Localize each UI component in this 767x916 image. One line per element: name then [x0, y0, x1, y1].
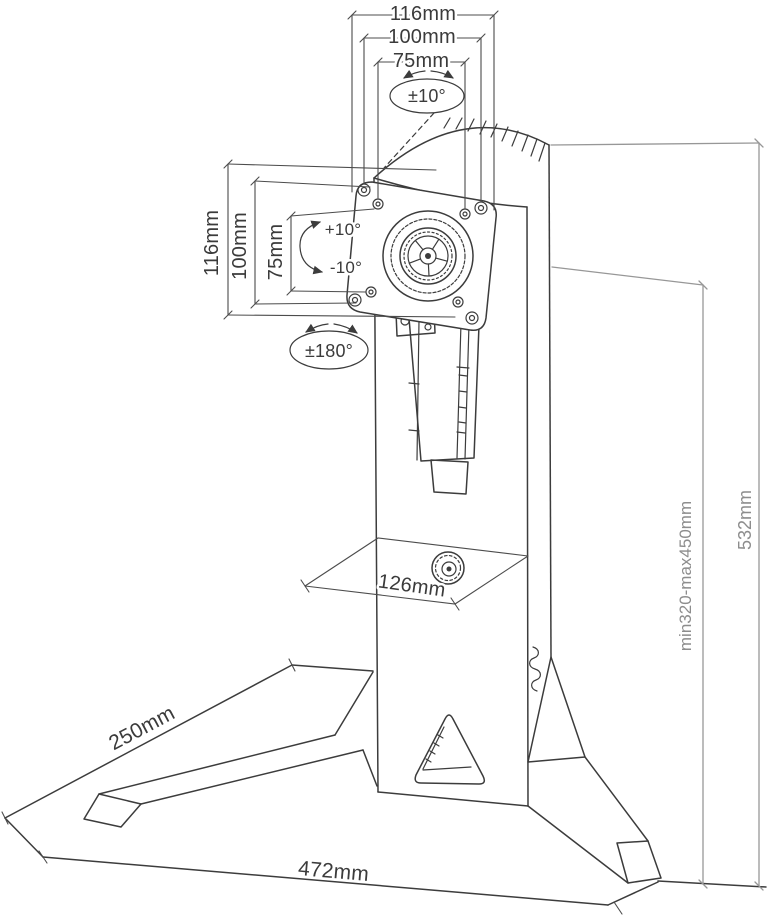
tension-knob	[431, 551, 465, 585]
dim-top-widths: 116mm 100mm 75mm	[347, 1, 499, 211]
column-bottom-edge	[377, 791, 529, 807]
dim-right-heights: min320-max450mm 532mm	[550, 138, 764, 891]
cable-hook	[529, 646, 541, 692]
base-front-rib	[83, 671, 378, 828]
rotation-indicator: ±180°	[289, 323, 369, 370]
dim-left-heights: 116mm 100mm 75mm	[199, 159, 456, 320]
vesa-plate-body	[346, 181, 497, 331]
dim-width-mid-label: 100mm	[388, 26, 456, 48]
vesa-plate	[346, 181, 497, 331]
dim-height-range-label: min320-max450mm	[676, 501, 695, 651]
triangle-cutout	[414, 714, 486, 785]
hub-spokes	[408, 238, 448, 277]
dim-width-outer-label: 116mm	[390, 3, 456, 25]
column-side-right-edge	[548, 144, 552, 658]
rear-gusset	[527, 656, 586, 763]
dim-height-inner-label: 75mm	[265, 224, 287, 280]
dim-base-width-label: 472mm	[297, 857, 370, 886]
column-hidden-edge	[383, 112, 435, 169]
tilt-indicator: +10° -10°	[299, 218, 364, 280]
column-top-arc	[373, 126, 550, 179]
dim-width-inner-label: 75mm	[393, 50, 449, 72]
depth-plane: 126mm	[300, 537, 529, 611]
dim-height-outer-label: 116mm	[201, 210, 223, 276]
stand-base	[4, 656, 767, 906]
rear-foot	[527, 656, 662, 884]
rotation-range-label: ±180°	[305, 341, 353, 361]
dim-column-depth-label: 126mm	[377, 570, 447, 601]
tilt-down-label: -10°	[330, 258, 362, 277]
dim-height-mid-label: 100mm	[229, 212, 251, 280]
column-front-right-edge	[526, 206, 529, 807]
arm-lower-tab	[430, 459, 469, 495]
dim-base: 250mm 472mm	[1, 658, 623, 915]
tilt-up-label: +10°	[325, 220, 361, 239]
swivel-indicator: ±10°	[389, 69, 465, 114]
height-slider-arm	[395, 308, 480, 495]
rotation-hub	[382, 210, 474, 302]
dim-base-depth-label: 250mm	[105, 701, 179, 755]
dim-total-height-label: 532mm	[735, 490, 755, 550]
ground-line	[657, 880, 767, 888]
swivel-range-label: ±10°	[408, 86, 446, 106]
base-plate	[4, 664, 659, 906]
